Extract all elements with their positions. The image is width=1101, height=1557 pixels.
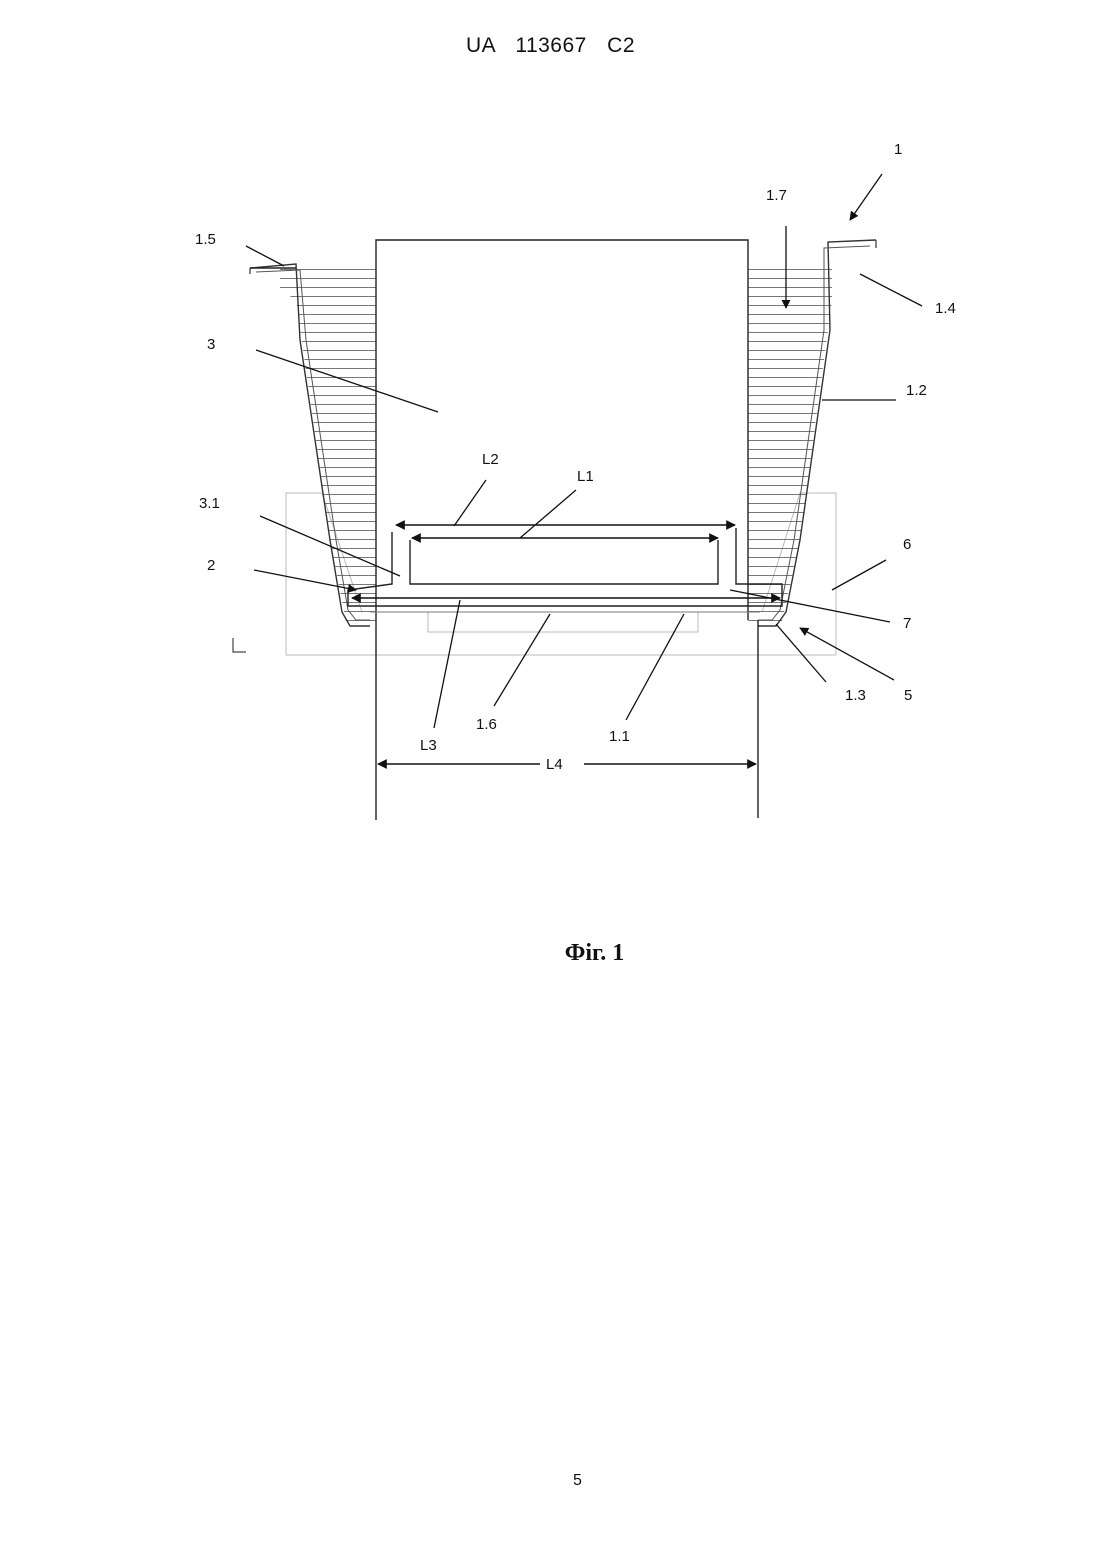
ref-label: L2	[482, 451, 499, 468]
ref-label: 1.3	[845, 687, 866, 704]
capsule-right-wall	[748, 240, 876, 626]
ref-label: 5	[904, 687, 912, 704]
ref-label: L4	[546, 756, 563, 773]
ref-label: 3.1	[199, 495, 220, 512]
page-number: 5	[0, 1472, 1101, 1490]
edge-mark	[233, 638, 246, 652]
ref-label: L3	[420, 737, 437, 754]
ref-label: 1	[894, 141, 902, 158]
figure-caption: Фіг. 1	[0, 940, 1101, 967]
ref-label: 1.7	[766, 187, 787, 204]
ref-label: 2	[207, 557, 215, 574]
ref-label: 1.5	[195, 231, 216, 248]
ref-label: 6	[903, 536, 911, 553]
ref-label: 7	[903, 615, 911, 632]
ref-label: 1.1	[609, 728, 630, 745]
ref-label: 1.6	[476, 716, 497, 733]
ref-label: 3	[207, 336, 215, 353]
ref-label: 1.4	[935, 300, 956, 317]
capsule-left-wall	[250, 264, 376, 626]
dimension-lines	[352, 525, 780, 764]
ref-label: L1	[577, 468, 594, 485]
ref-label: 1.2	[906, 382, 927, 399]
